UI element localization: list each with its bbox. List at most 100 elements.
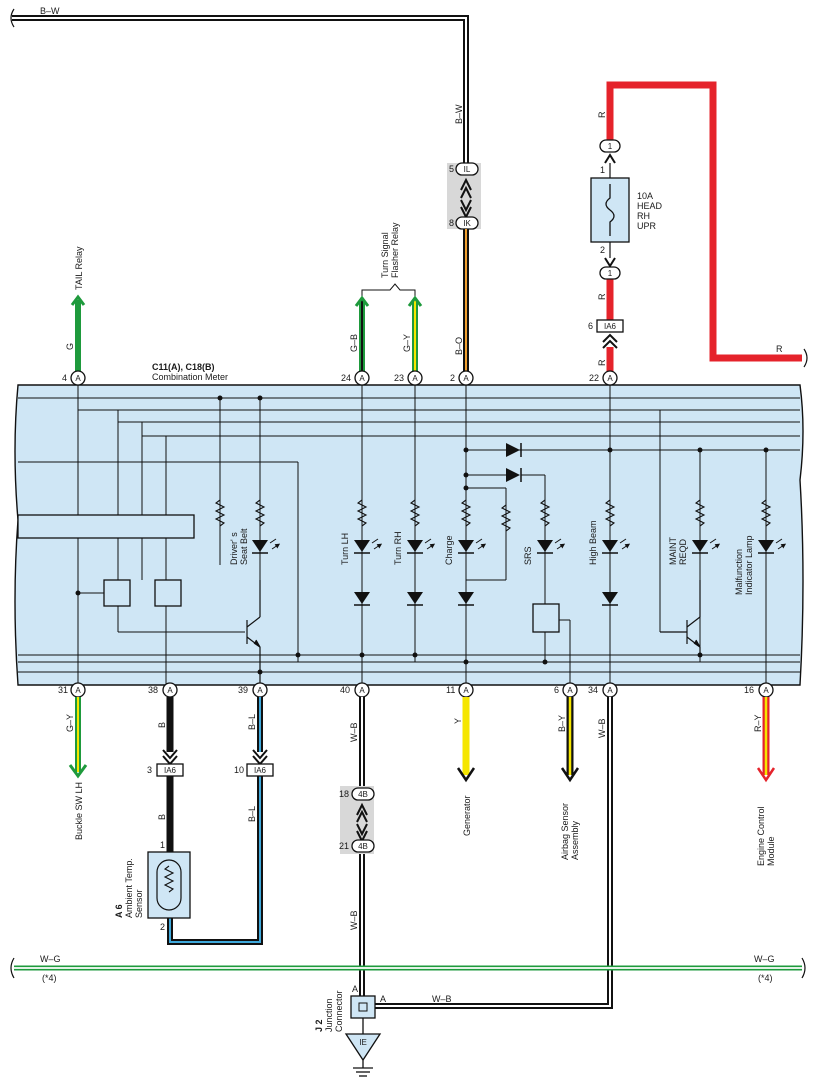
- dest-airbag-1: Airbag Sensor: [560, 803, 570, 860]
- fuse-bottom-arrow: [604, 257, 616, 268]
- srs-led-icon: [537, 538, 563, 554]
- wire-label-by: B–Y: [557, 715, 567, 732]
- flasher-label-1: Turn Signal: [380, 232, 390, 278]
- connector-4b-arrow-up: [356, 802, 368, 823]
- flasher-bracket: [361, 283, 416, 296]
- red-power-wire: [606, 81, 808, 372]
- fuse-icon: [605, 184, 615, 236]
- connector-ia6-b-pin: 10: [234, 765, 244, 775]
- series-diodes: [354, 579, 618, 606]
- jc-pin-top: A: [352, 984, 358, 994]
- sensor-pin-1: 1: [160, 840, 165, 850]
- wire-label-bw-vert: B–W: [454, 104, 464, 124]
- connector-4b-b-pin: 21: [339, 841, 349, 851]
- svg-text:2: 2: [450, 373, 455, 383]
- y-generator-wire: [456, 697, 476, 783]
- junction-connector-j2[interactable]: [350, 995, 376, 1019]
- thermistor-icon: [156, 859, 182, 911]
- meter-pin-bottom-6: A6: [554, 682, 578, 698]
- lamp-label-mil-2: Indicator Lamp: [744, 535, 754, 595]
- fuse-connector-bottom-label: 1: [608, 269, 613, 278]
- meter-pin-top-24: A24: [341, 370, 370, 386]
- sensor-pin-2: 2: [160, 922, 165, 932]
- wire-label-gy-bottom: G–Y: [65, 714, 75, 732]
- lamp-label-charge: Charge: [444, 535, 454, 565]
- wire-label-r-top: R: [597, 111, 607, 118]
- wire-label-bo: B–O: [454, 337, 464, 355]
- svg-text:A: A: [75, 686, 81, 695]
- svg-text:4: 4: [62, 373, 67, 383]
- fuse-connector-bottom: [599, 266, 621, 280]
- svg-text:A: A: [463, 686, 469, 695]
- meter-gauge-bar: [17, 514, 195, 539]
- turn-lh-led-icon: [354, 538, 380, 554]
- wire-label-wb-1: W–B: [349, 722, 359, 742]
- gb-wire: [354, 295, 370, 372]
- by-airbag-wire: [560, 697, 580, 783]
- tail-relay-label: TAIL Relay: [74, 246, 84, 290]
- ambient-temp-sensor[interactable]: [147, 851, 191, 919]
- svg-text:A: A: [763, 686, 769, 695]
- wg-wire: [10, 957, 806, 979]
- wire-label-wb-horiz: W–B: [432, 994, 452, 1004]
- fuse-label-4: UPR: [637, 221, 657, 231]
- svg-text:A: A: [167, 686, 173, 695]
- meter-title: C11(A), C18(B): [152, 362, 215, 372]
- mil-led-icon: [758, 538, 784, 554]
- gy-buckle-wire: [68, 697, 88, 779]
- fuse-label-2: HEAD: [637, 201, 663, 211]
- svg-text:23: 23: [394, 373, 404, 383]
- meter-pin-top-22: A22: [589, 370, 618, 386]
- wire-label-wg-right: W–G: [754, 954, 775, 964]
- connector-ia6-a-label: IA6: [164, 766, 177, 775]
- wire-label-b-1: B: [157, 722, 167, 728]
- sensor-label-1: Ambient Temp.: [124, 858, 134, 918]
- wire-label-gy: G–Y: [402, 334, 412, 352]
- connector-4b-a-label: 4B: [358, 790, 368, 799]
- connector-il-pin: 5: [449, 164, 454, 174]
- connector-il: [455, 162, 479, 176]
- lamp-label-srs: SRS: [523, 546, 533, 565]
- wire-label-r-right: R: [776, 344, 783, 354]
- fuse-pin-2: 2: [600, 245, 605, 255]
- connector-4b-a-pin: 18: [339, 789, 349, 799]
- lamp-label-high-beam: High Beam: [588, 520, 598, 565]
- maint-led-icon: [692, 538, 718, 554]
- lamp-label-seat-belt-2: Seat Belt: [239, 528, 249, 565]
- meter-pin-top-4: A4: [62, 370, 86, 386]
- transistors: [246, 580, 701, 685]
- junction-dots: [75, 395, 769, 675]
- jc-id: J 2: [314, 1019, 324, 1032]
- wire-label-wg-left: W–G: [40, 954, 61, 964]
- connector-4b-b-label: 4B: [358, 842, 368, 851]
- fuse-label-1: 10A: [637, 191, 653, 201]
- svg-text:34: 34: [588, 685, 598, 695]
- svg-text:A: A: [567, 686, 573, 695]
- svg-text:24: 24: [341, 373, 351, 383]
- gy-wire-top: [407, 295, 423, 372]
- lamp-label-mil-1: Malfunction: [734, 549, 744, 595]
- svg-text:A: A: [75, 374, 81, 383]
- wire-label-r-low: R: [597, 359, 607, 366]
- connector-ia6-b: [246, 763, 274, 777]
- wire-label-ry: R–Y: [753, 714, 763, 732]
- high-beam-led-icon: [602, 538, 628, 554]
- ground-ie-triangle: [344, 1033, 382, 1062]
- jc-pin-right: A: [380, 994, 386, 1004]
- sensor-label-2: Sensor: [134, 889, 144, 918]
- wire-label-bl-2: B–L: [247, 806, 257, 822]
- svg-text:A: A: [257, 686, 263, 695]
- lamp-label-turn-lh: Turn LH: [340, 533, 350, 565]
- svg-text:38: 38: [148, 685, 158, 695]
- connector-ik-label: IK: [463, 219, 471, 228]
- bw-top-wire: [10, 8, 469, 165]
- wire-label-y: Y: [453, 718, 463, 724]
- connector-il-label: IL: [464, 165, 471, 174]
- lamp-label-maint-2: REQD: [678, 538, 688, 565]
- combination-meter-body: [14, 384, 804, 686]
- fuse-top-arrow: [604, 153, 616, 164]
- wire-label-bl-1: B–L: [247, 714, 257, 730]
- connector-4b-a: [351, 787, 375, 801]
- ref-right: (*4): [758, 973, 773, 983]
- connector-ia6-top-pin: 6: [588, 321, 593, 331]
